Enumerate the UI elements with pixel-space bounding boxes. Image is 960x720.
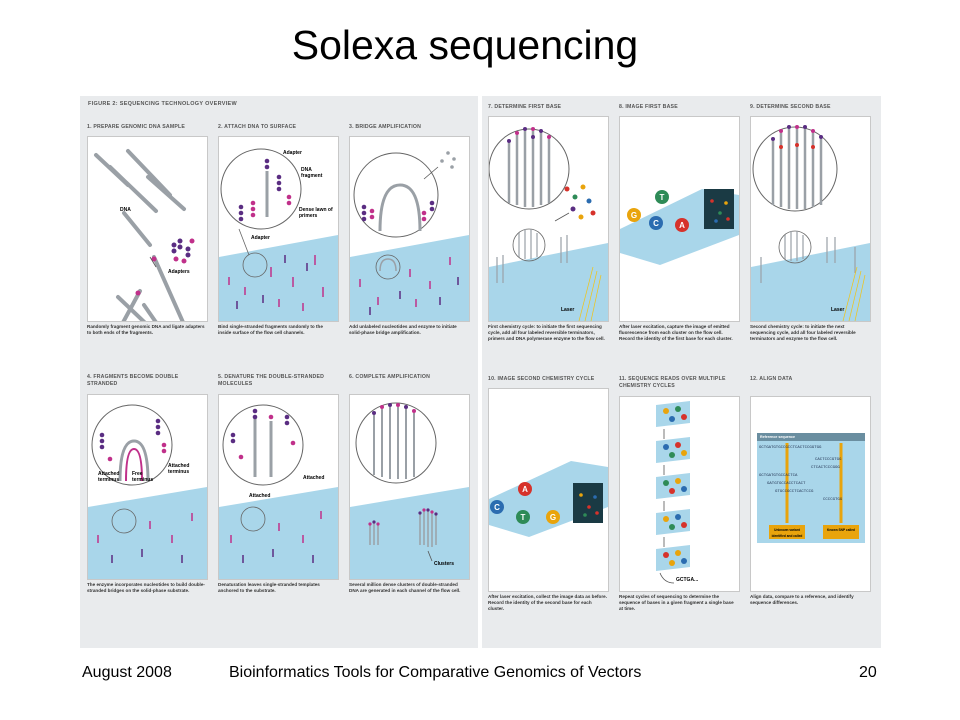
label-free-terminus: Free terminus: [132, 471, 154, 483]
double-strand-diagram: [88, 404, 207, 579]
panel-12-caption: Align data, compare to a reference, and …: [750, 594, 854, 605]
panel-1-caption: Randomly fragment genomic DNA and ligate…: [87, 324, 205, 335]
label-attached-terminus-right: Attached terminus: [168, 463, 190, 475]
label-adapters: Adapters: [168, 269, 190, 275]
panel-9-caption: Second chemistry cycle: to initiate the …: [750, 324, 856, 341]
panel-6-title: 6. COMPLETE AMPLIFICATION: [349, 374, 431, 380]
label-dna-fragment: DNA fragment: [301, 167, 323, 179]
panel-3-caption: Add unlabeled nucleotides and enzyme to …: [349, 324, 457, 335]
denature-diagram: [219, 404, 338, 579]
panel-6-illustration: Clusters: [349, 394, 470, 580]
panel-7-caption: First chemistry cycle: to initiate the f…: [488, 324, 605, 341]
panel-2-caption: Bind single-stranded fragments randomly …: [218, 324, 323, 335]
read-1: CACTCCCGTGG: [815, 458, 842, 462]
second-base-diagram: [751, 125, 870, 321]
read-5: GTGCCGCCTCACTCCG: [775, 490, 814, 494]
label-adapter-bottom: Adapter: [251, 235, 270, 241]
label-attached-right: Attached: [303, 475, 325, 481]
image-second-cycle-diagram: A C T G: [489, 461, 608, 537]
panel-4-caption: The enzyme incorporates nucleotides to b…: [87, 582, 205, 593]
first-base-diagram: [489, 127, 608, 321]
panel-5-caption: Denaturation leaves single-stranded temp…: [218, 582, 320, 593]
label-read-sequence: GCTGA...: [676, 577, 699, 583]
panel-9-title: 9. DETERMINE SECOND BASE: [750, 104, 831, 110]
svg-text:C: C: [494, 503, 500, 512]
svg-text:T: T: [660, 193, 665, 202]
label-unknown-variant: Unknown variant identified and called: [771, 528, 803, 538]
label-adapter-top: Adapter: [283, 150, 302, 156]
attach-dna-diagram: [219, 148, 338, 321]
panel-5-title: 5. DENATURE THE DOUBLE-STRANDED MOLECULE…: [218, 374, 325, 387]
svg-text:A: A: [679, 221, 685, 230]
panel-3-illustration: [349, 136, 470, 322]
label-reference-sequence: Reference sequence: [760, 435, 795, 439]
read-6: CCCCGTGG: [823, 498, 843, 502]
label-attached-terminus-left: Attached terminus: [98, 471, 120, 483]
label-laser-7: Laser: [561, 307, 575, 313]
panel-4-title: 4. FRAGMENTS BECOME DOUBLE STRANDED: [87, 374, 179, 387]
svg-text:A: A: [522, 485, 528, 494]
panel-11-caption: Repeat cycles of sequencing to determine…: [619, 594, 734, 611]
panel-9-illustration: Laser: [750, 116, 871, 322]
figure-right-half: 7. DETERMINE FIRST BASE: [482, 96, 881, 648]
panel-8-illustration: T G C A: [619, 116, 740, 322]
panel-11-illustration: GCTGA...: [619, 396, 740, 592]
panel-1-title: 1. PREPARE GENOMIC DNA SAMPLE: [87, 124, 186, 130]
figure-heading: FIGURE 2: SEQUENCING TECHNOLOGY OVERVIEW: [88, 101, 238, 107]
label-attached-left: Attached: [249, 493, 271, 499]
svg-text:G: G: [550, 513, 556, 522]
clusters-diagram: [350, 402, 469, 579]
panel-3-title: 3. BRIDGE AMPLIFICATION: [349, 124, 422, 130]
label-laser-9: Laser: [831, 307, 845, 313]
panel-8-caption: After laser excitation, capture the imag…: [619, 324, 733, 341]
svg-text:T: T: [521, 513, 526, 522]
panel-6-caption: Several million dense clusters of double…: [349, 582, 461, 593]
slide-title: Solexa sequencing: [291, 22, 639, 68]
panel-10-caption: After laser excitation, collect the imag…: [488, 594, 607, 611]
panel-1-illustration: DNA Adapters: [87, 136, 208, 322]
panel-10-illustration: A C T G: [488, 388, 609, 592]
page-number: 20: [859, 664, 877, 681]
panel-2-title: 2. ATTACH DNA TO SURFACE: [218, 124, 297, 130]
read-4: GATGTGCCACCTCACT: [767, 482, 806, 486]
align-data-diagram: [757, 433, 865, 543]
reference-sequence: GCTGATGTGCCGCCTCACTCCGGTGG: [759, 446, 822, 450]
read-3: GCTGATGTGCCACTCA: [759, 474, 798, 478]
bridge-amplification-diagram: [350, 151, 469, 321]
panel-10-title: 10. IMAGE SECOND CHEMISTRY CYCLE: [488, 376, 595, 382]
panel-5-illustration: Attached Attached: [218, 394, 339, 580]
panel-7-illustration: Laser: [488, 116, 609, 322]
fragmentation-diagram: [94, 149, 195, 321]
panel-2-illustration: Adapter DNA fragment Dense lawn of prime…: [218, 136, 339, 322]
figure-left-half: FIGURE 2: SEQUENCING TECHNOLOGY OVERVIEW…: [80, 96, 478, 648]
label-clusters: Clusters: [434, 561, 455, 567]
panel-8-title: 8. IMAGE FIRST BASE: [619, 104, 678, 110]
panel-7-title: 7. DETERMINE FIRST BASE: [488, 104, 562, 110]
footer-title: Bioinformatics Tools for Comparative Gen…: [229, 664, 642, 681]
image-first-base-diagram: T G C A: [620, 189, 739, 265]
label-dense-lawn: Dense lawn of primers: [299, 207, 333, 219]
svg-text:C: C: [653, 219, 659, 228]
read-2: CTCACTCCCGGG: [811, 466, 840, 470]
footer-date: August 2008: [82, 664, 172, 681]
multi-cycle-diagram: [656, 401, 690, 584]
panel-12-illustration: Reference sequence GCTGATGTGCCGCCTCACTCC…: [750, 396, 871, 592]
label-known-snp: Known SNP called: [827, 528, 855, 532]
panel-12-title: 12. ALIGN DATA: [750, 376, 793, 382]
panel-4-illustration: Attached terminus Free terminus Attached…: [87, 394, 208, 580]
label-dna: DNA: [120, 207, 131, 213]
panel-11-title: 11. SEQUENCE READS OVER MULTIPLE CHEMIST…: [619, 376, 726, 389]
svg-text:G: G: [631, 211, 637, 220]
